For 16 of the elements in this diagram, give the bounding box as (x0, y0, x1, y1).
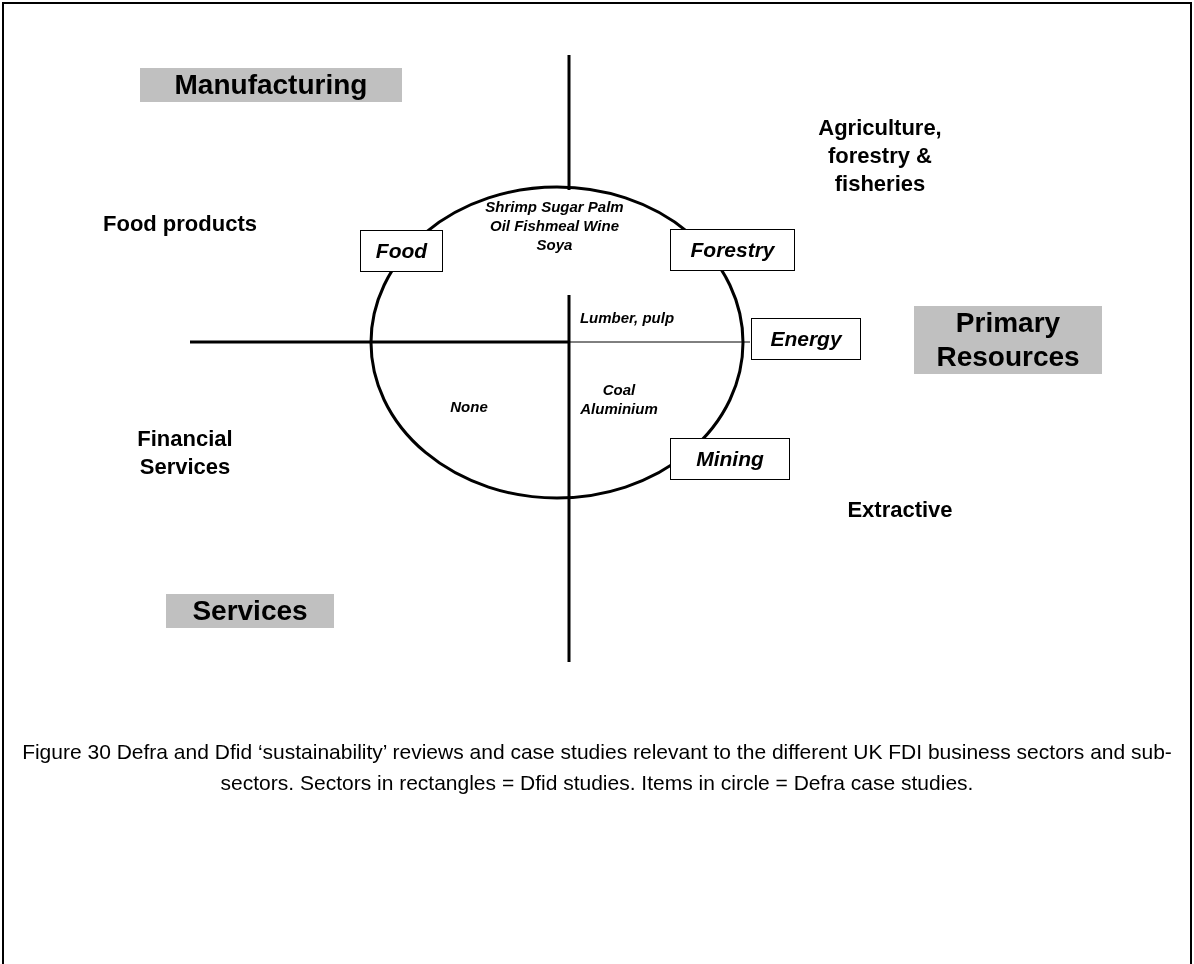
sector-heading: Services (166, 594, 334, 628)
sub-sector-label: Agriculture, forestry & fisheries (817, 114, 943, 198)
sector-heading: Primary Resources (914, 306, 1102, 374)
circle-item-text: None (449, 397, 489, 416)
sub-sector-label: Extractive (846, 496, 954, 524)
sector-rectangle: Energy (751, 318, 861, 360)
sub-sector-label: Financial Services (136, 425, 234, 481)
circle-item-text: Shrimp Sugar Palm Oil Fishmeal Wine Soya (484, 197, 625, 254)
circle-item-text: Lumber, pulp (578, 308, 676, 327)
sector-rectangle: Forestry (670, 229, 795, 271)
circle-item-text: Coal Aluminium (579, 380, 659, 418)
sector-heading: Manufacturing (140, 68, 402, 102)
sector-rectangle: Mining (670, 438, 790, 480)
figure-caption: Figure 30 Defra and Dfid ‘sustainability’ reviews and case studies relevant to the different UK FDI business sectors and sub-sectors. Sectors in rectangles = Dfid studies. Items in circle = Defra case studies. (21, 739, 1173, 796)
sub-sector-label: Food products (102, 210, 258, 238)
sector-rectangle: Food (360, 230, 443, 272)
